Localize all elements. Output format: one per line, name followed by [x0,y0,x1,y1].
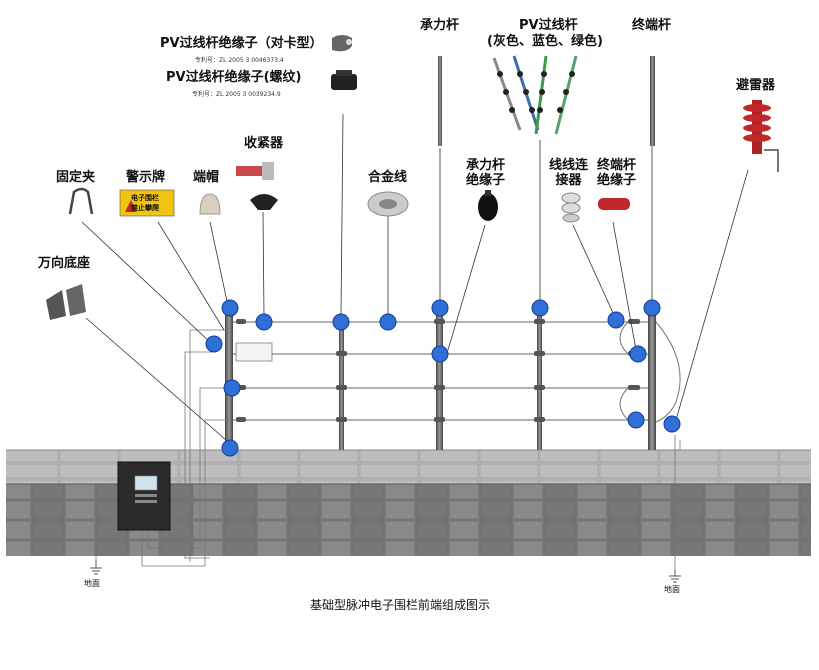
label-tensioner: 收紧器 [244,136,284,151]
label-ground-left: 地面 [84,579,100,588]
label-end-cap: 端帽 [193,170,220,185]
label-universal-base: 万向底座 [38,256,91,271]
product-warning-sign [119,189,175,217]
product-pv-card-insulator [332,35,352,52]
product-lightning-arrester [743,100,779,172]
product-load-pole [438,56,442,146]
end-pole [648,308,656,450]
product-load-pole-insulator [478,190,498,221]
label-pv-line-pole: PV过线杆 [519,18,578,33]
product-wire-connector [561,192,581,223]
label-load-pole: 承力杆 [420,18,460,33]
blue-markers [205,299,681,457]
label-warning-sign: 警示牌 [126,170,166,185]
product-universal-base [46,284,86,320]
label-load-pole-insulator: 承力杆 绝缘子 [466,158,505,188]
label-end-pole-insulator: 终端杆 绝缘子 [597,158,636,188]
fence-poles [225,308,656,450]
ground-symbol-right [669,570,681,583]
product-pv-thread-insulator [331,70,357,90]
load-pole [436,308,443,450]
warning-sign-text-2: 禁止攀爬 [131,204,159,212]
label-alloy-wire: 合金线 [368,170,408,185]
diagram-caption: 基础型脉冲电子围栏前端组成图示 [310,598,491,612]
pulse-controller [117,461,171,531]
label-pv-thread-patent: 专利号：ZL 2005 3 0039234.9 [192,91,281,98]
ground-symbol-left [90,560,102,575]
label-load-pole-insulator-line1: 承力杆 [466,158,506,173]
label-end-pole-insulator-line2: 绝缘子 [597,173,637,188]
label-pv-card-insulator: PV过线杆绝缘子（对卡型） [160,36,323,51]
product-end-pole-insulator [598,198,630,210]
label-ground-right: 地面 [664,585,680,594]
label-wire-connector-line1: 线线连 [549,158,589,173]
label-end-pole: 终端杆 [632,18,672,33]
start-pole [225,308,233,450]
label-pv-card-patent: 专利号：ZL 2005 3 0046373.4 [195,57,284,64]
label-wire-connector-line2: 接器 [555,173,582,188]
warning-sign-text-1: 电子围栏 [131,194,159,202]
pv-pole-2 [537,314,542,450]
label-end-pole-insulator-line1: 终端杆 [597,158,637,173]
label-wire-connector: 线线连 接器 [549,158,588,188]
fence-warning-sign [235,342,273,362]
leader-lines [81,70,749,441]
product-end-cap [199,193,221,215]
product-tensioner [236,162,278,210]
product-fixing-clip [68,187,94,215]
pv-pole-1 [339,314,344,450]
label-lightning-arrester: 避雷器 [736,78,776,93]
product-pv-poles [492,55,578,135]
label-fixing-clip: 固定夹 [56,170,96,185]
ground-wiring [95,329,681,570]
connector-loops [619,321,681,423]
label-pv-line-pole-colors: (灰色、蓝色、绿色) [487,34,603,49]
label-pv-thread-insulator: PV过线杆绝缘子(螺纹) [166,70,302,85]
label-load-pole-insulator-line2: 绝缘子 [466,173,506,188]
product-end-pole [650,56,655,146]
product-alloy-wire [367,191,409,217]
